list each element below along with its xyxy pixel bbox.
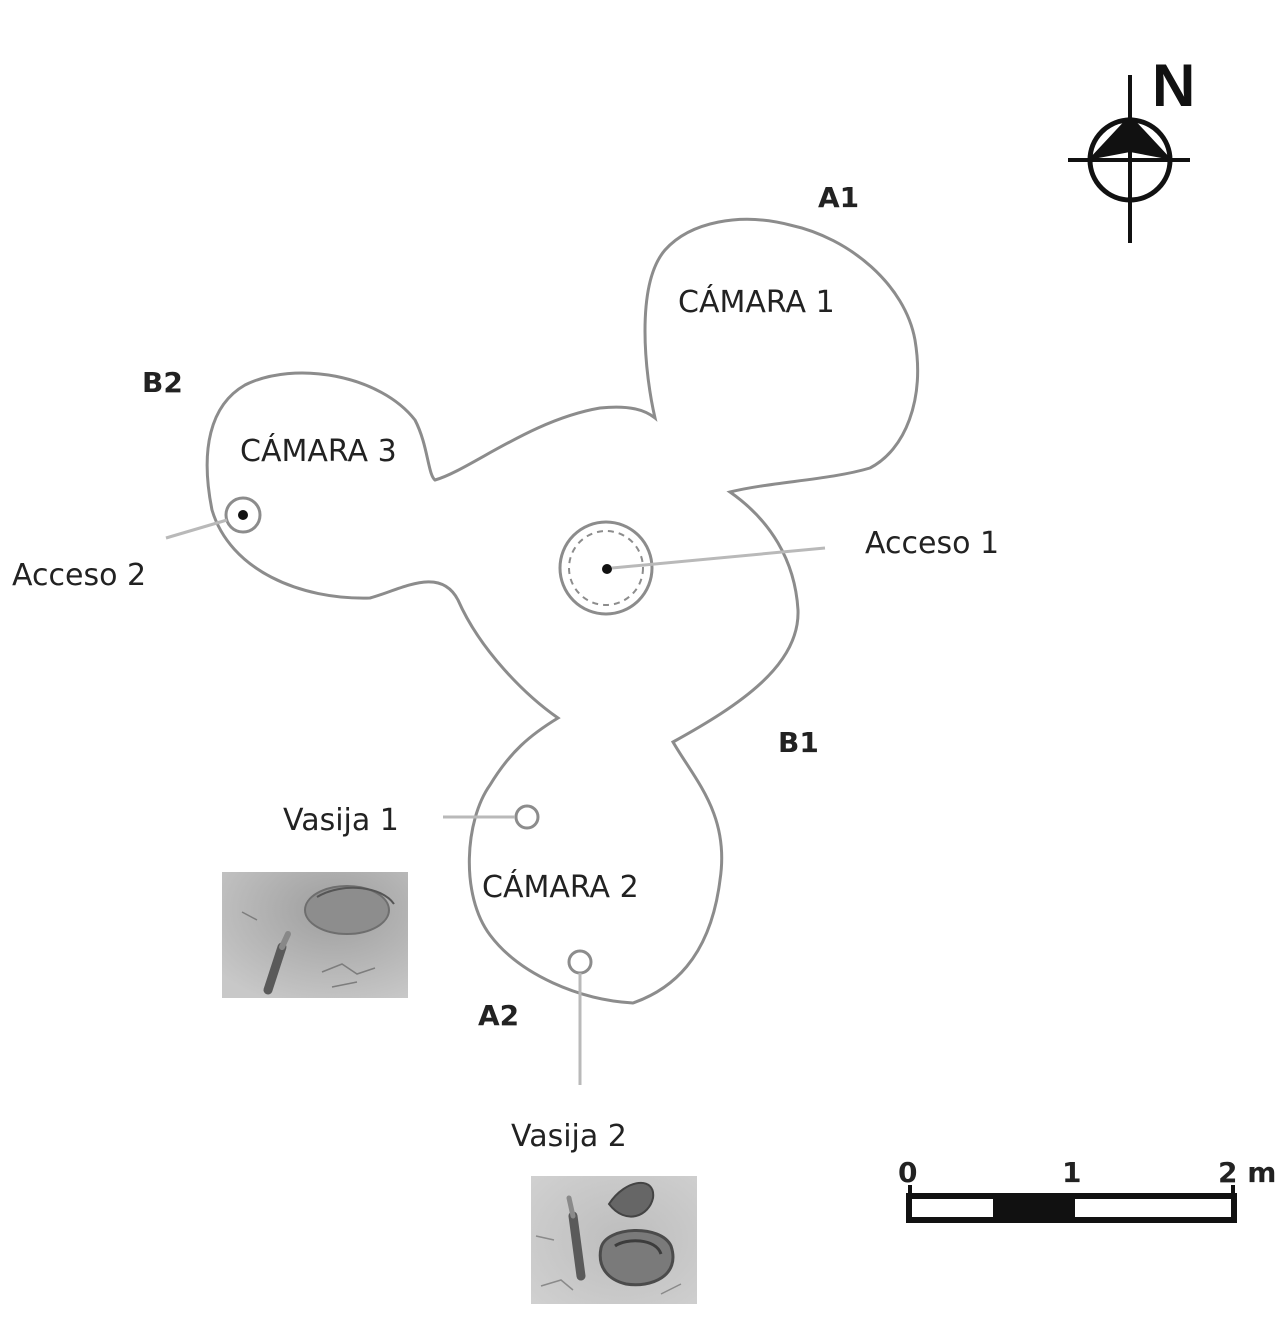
vessel1-excavation-photo	[222, 872, 408, 998]
chamber-label-1: CÁMARA 1	[678, 284, 835, 320]
scale-tick-0: 0	[898, 1156, 917, 1189]
north-arrow-icon	[1068, 75, 1190, 243]
feature-label-access1: Acceso 1	[865, 526, 999, 561]
chamber-label-2: CÁMARA 2	[482, 869, 639, 905]
access1-outer-ring	[558, 520, 654, 616]
point-label-a2: A2	[478, 999, 519, 1032]
access2-leader-line	[165, 518, 228, 540]
access1-leader-line	[611, 546, 826, 570]
vessel1-marker	[514, 804, 540, 830]
access2-center-dot	[238, 510, 248, 520]
scale-tick-2: 2 m	[1218, 1156, 1276, 1189]
access1-inner-dashed-ring	[568, 530, 644, 606]
scale-bar	[906, 1185, 1237, 1223]
feature-label-vessel1: Vasija 1	[283, 803, 399, 838]
point-label-a1: A1	[818, 181, 859, 214]
feature-label-vessel2: Vasija 2	[511, 1119, 627, 1154]
north-label: N	[1152, 52, 1195, 119]
point-label-b2: B2	[142, 366, 183, 399]
access2-ring	[224, 496, 262, 534]
tomb-outline	[205, 217, 920, 1005]
chamber-label-3: CÁMARA 3	[240, 433, 397, 469]
feature-label-access2: Acceso 2	[12, 558, 146, 593]
vessel2-excavation-photo	[531, 1176, 697, 1304]
scale-tick-1: 1	[1062, 1156, 1081, 1189]
vessel2-marker	[567, 949, 593, 975]
access1-center-dot	[602, 564, 612, 574]
point-label-b1: B1	[778, 726, 819, 759]
